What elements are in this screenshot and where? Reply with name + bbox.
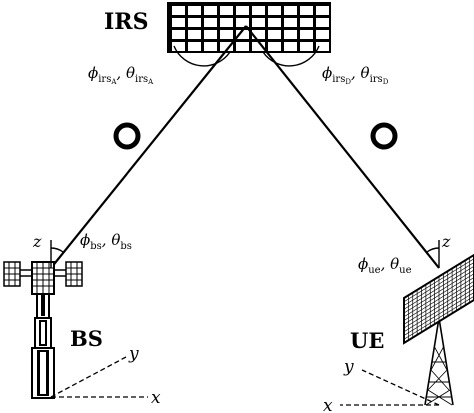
relay-ring-right: [370, 122, 398, 150]
bs-y-axis: [50, 356, 127, 398]
ue-panel-mesh-line: [403, 273, 474, 318]
ue-panel-mesh-line: [403, 269, 474, 314]
irs-element: [236, 42, 249, 51]
irs-element: [316, 18, 329, 27]
bs-z-label: z: [32, 232, 42, 251]
ue-panel-mesh-line: [403, 288, 474, 333]
irs-element: [220, 6, 233, 15]
ue-panel-mesh-line: [403, 258, 474, 303]
irs-element: [172, 6, 185, 15]
irs-element: [220, 42, 233, 51]
irs-ue-link: [245, 25, 440, 269]
irs-element: [252, 18, 265, 27]
irs-departure-arc: [262, 45, 320, 67]
irs-arrival-angle-label: ϕirsA, θirsA: [88, 64, 154, 86]
irs-element: [252, 42, 265, 51]
irs-element: [300, 6, 313, 15]
ue-angle-arc: [426, 247, 440, 253]
irs-element: [268, 30, 281, 39]
ue-angle-label: ϕue, θue: [358, 255, 412, 276]
irs-element: [268, 6, 281, 15]
irs-element: [188, 6, 201, 15]
bs-label: BS: [70, 326, 103, 351]
irs-arrival-arc: [173, 45, 231, 67]
irs-element: [268, 18, 281, 27]
irs-departure-angle-label: ϕirsD, θirsD: [322, 64, 389, 86]
irs-element: [220, 18, 233, 27]
irs-element: [236, 18, 249, 27]
ue-label: UE: [350, 328, 384, 353]
irs-element: [236, 30, 249, 39]
ue-z-label: z: [441, 232, 451, 251]
ue-panel-antenna: [403, 253, 474, 345]
irs-element: [300, 30, 313, 39]
irs-element: [204, 30, 217, 39]
irs-element: [268, 42, 281, 51]
ue-y-axis: [361, 369, 440, 406]
irs-element: [300, 18, 313, 27]
bs-y-label: y: [128, 344, 139, 364]
bs-angle-label: ϕbs, θbs: [80, 231, 132, 252]
irs-element: [252, 6, 265, 15]
irs-element: [204, 6, 217, 15]
irs-element: [204, 42, 217, 51]
ue-panel-mesh-line: [403, 295, 474, 340]
bs-angle-arc: [50, 247, 64, 253]
ue-panel-mesh-line: [403, 277, 474, 321]
irs-element: [172, 30, 185, 39]
irs-element: [172, 42, 185, 51]
irs-element: [236, 6, 249, 15]
relay-ring-left: [113, 122, 141, 150]
irs-element: [300, 42, 313, 51]
irs-element: [316, 6, 329, 15]
ue-panel-mesh-line: [403, 292, 474, 336]
bs-irs-link: [50, 25, 247, 269]
irs-element: [188, 30, 201, 39]
irs-element: [252, 30, 265, 39]
irs-element: [188, 42, 201, 51]
irs-element: [284, 18, 297, 27]
irs-element: [188, 18, 201, 27]
ue-panel-mesh-line: [403, 265, 474, 310]
ue-panel-mesh-line: [403, 284, 474, 329]
ue-y-label: y: [343, 357, 354, 377]
irs-element: [284, 6, 297, 15]
irs-element: [204, 18, 217, 27]
irs-element: [284, 42, 297, 51]
irs-element: [316, 42, 329, 51]
ue-x-label: x: [323, 396, 333, 413]
bs-tower: [3, 261, 83, 399]
ue-panel-mesh-line: [403, 262, 474, 306]
ue-panel-mesh-line: [403, 280, 474, 325]
irs-element-grid: [172, 6, 329, 51]
irs-element: [172, 18, 185, 27]
bs-x-label: x: [151, 388, 161, 408]
irs-panel: [167, 2, 331, 53]
irs-element: [284, 30, 297, 39]
irs-element: [220, 30, 233, 39]
irs-element: [316, 30, 329, 39]
irs-label: IRS: [104, 9, 148, 35]
